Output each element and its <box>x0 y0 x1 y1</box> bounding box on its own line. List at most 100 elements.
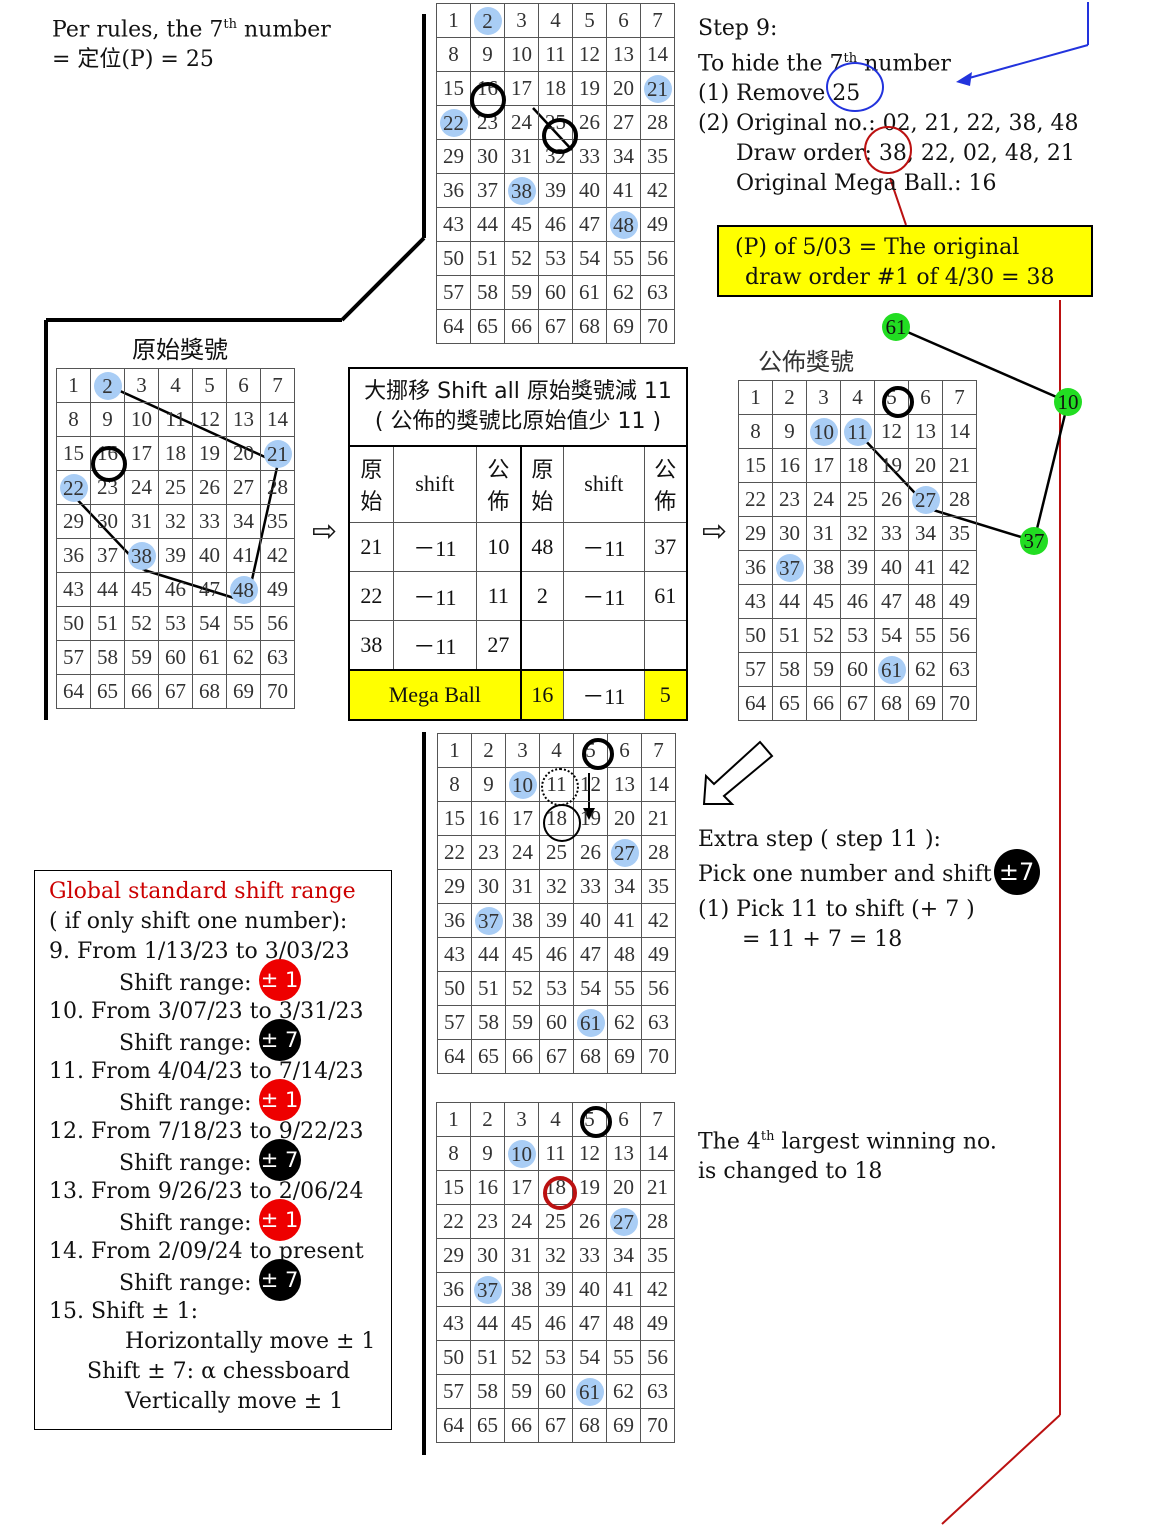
grid-cell: 59 <box>806 652 841 687</box>
grid-cell: 34 <box>607 869 642 904</box>
grid-cell: 43 <box>436 1306 471 1341</box>
grid-cell: 26 <box>573 835 608 870</box>
grid-cell: 40 <box>572 1272 607 1307</box>
grid-cell: 1 <box>436 1102 471 1137</box>
grid-cell: 10 <box>504 37 539 72</box>
grid-cell: 57 <box>436 1374 471 1409</box>
cell: 61 <box>643 570 688 621</box>
grid-cell: 40 <box>874 550 909 585</box>
grid-cell: 68 <box>874 686 909 721</box>
grid-cell: 20 <box>226 436 261 471</box>
grid-cell: 24 <box>505 835 540 870</box>
grid-cell: 51 <box>471 971 506 1006</box>
grid-cell: 19 <box>573 801 608 836</box>
grid-cell: 65 <box>471 1039 506 1074</box>
grid-cell: 12 <box>572 1136 607 1171</box>
cell: 38 <box>348 619 394 670</box>
shift-period: 9. From 1/13/23 to 3/03/23 <box>49 939 350 964</box>
cell: 11 <box>475 570 522 621</box>
grid-cell: 37 <box>470 1272 505 1307</box>
grid-cell: 31 <box>124 504 159 539</box>
grid-cell: 46 <box>158 572 193 607</box>
shift-badge: ± 7 <box>258 1139 301 1181</box>
grid-cell: 2 <box>471 733 506 768</box>
grid-cell: 69 <box>908 686 943 721</box>
grid-cell: 64 <box>436 309 471 344</box>
grid-cell: 69 <box>606 309 641 344</box>
grid-cell: 17 <box>504 71 539 106</box>
grid-cell: 49 <box>942 584 977 619</box>
grid-cell: 20 <box>606 71 641 106</box>
grid-cell: 16 <box>470 71 505 106</box>
grid-cell: 12 <box>572 37 607 72</box>
grid-cell: 7 <box>640 3 675 38</box>
grid-cell: 29 <box>738 516 773 551</box>
grid-cell: 60 <box>158 640 193 675</box>
grid-cell: 35 <box>640 1238 675 1273</box>
grid-cell: 1 <box>738 380 773 415</box>
grid-cell: 14 <box>641 767 676 802</box>
grid-cell: 55 <box>908 618 943 653</box>
grid-cell: 28 <box>641 835 676 870</box>
grid-cell: 54 <box>573 971 608 1006</box>
shift-range: Shift range: ± 1 <box>49 1079 391 1121</box>
shift-badge: ± 1 <box>258 959 301 1001</box>
shift-badge: ± 7 <box>258 1259 301 1301</box>
shift-period: 10. From 3/07/23 to 3/31/23 <box>49 999 364 1024</box>
cell: 48 <box>520 521 565 572</box>
grid-cell: 54 <box>572 241 607 276</box>
grid-cell: 13 <box>606 37 641 72</box>
green-node: 37 <box>1020 527 1048 555</box>
grid-cell: 63 <box>260 640 295 675</box>
grid-cell: 25 <box>158 470 193 505</box>
grid-cell: 7 <box>641 733 676 768</box>
grid-cell: 62 <box>606 1374 641 1409</box>
grid-cell: 48 <box>908 584 943 619</box>
grid-cell: 61 <box>572 1374 607 1409</box>
grid-cell: 43 <box>437 937 472 972</box>
grid-cell: 4 <box>158 368 193 403</box>
step9-text: Step 9: To hide the 7th number (1) Remov… <box>698 16 1079 197</box>
grid-cell: 18 <box>840 448 875 483</box>
cell: 37 <box>643 521 688 572</box>
original-grid-label: 原始獎號 <box>132 336 228 364</box>
grid-cell: 54 <box>874 618 909 653</box>
extra-step-text: Extra step ( step 11 ): Pick one number … <box>698 825 1040 955</box>
cell: －11 <box>392 570 477 621</box>
cell: －11 <box>563 570 645 621</box>
grid-cell: 6 <box>607 733 642 768</box>
grid-cell: 32 <box>538 139 573 174</box>
grid-cell: 16 <box>471 801 506 836</box>
cell: 2 <box>520 570 565 621</box>
shift-badge: ± 1 <box>258 1079 301 1121</box>
grid-cell: 5 <box>573 733 608 768</box>
grid-cell: 50 <box>436 1340 471 1375</box>
cell: －11 <box>392 619 477 670</box>
grid-cell: 21 <box>640 71 675 106</box>
green-node: 10 <box>1054 388 1082 416</box>
grid-cell: 33 <box>192 504 227 539</box>
grid-cell: 66 <box>806 686 841 721</box>
grid-cell: 10 <box>504 1136 539 1171</box>
grid-cell: 27 <box>226 470 261 505</box>
grid-cell: 28 <box>640 1204 675 1239</box>
grid-cell: 47 <box>572 1306 607 1341</box>
grid-cell: 36 <box>56 538 91 573</box>
mega-ball-original: 16 <box>520 668 565 720</box>
grid-cell: 7 <box>942 380 977 415</box>
grid-cell: 54 <box>572 1340 607 1375</box>
grid-cell: 29 <box>436 1238 471 1273</box>
global-title: Global standard shift range <box>49 879 356 904</box>
header-published: 公 佈 <box>475 445 522 523</box>
grid-cell: 28 <box>942 482 977 517</box>
grid-cell: 10 <box>806 414 841 449</box>
grid-cell: 60 <box>539 1005 574 1040</box>
